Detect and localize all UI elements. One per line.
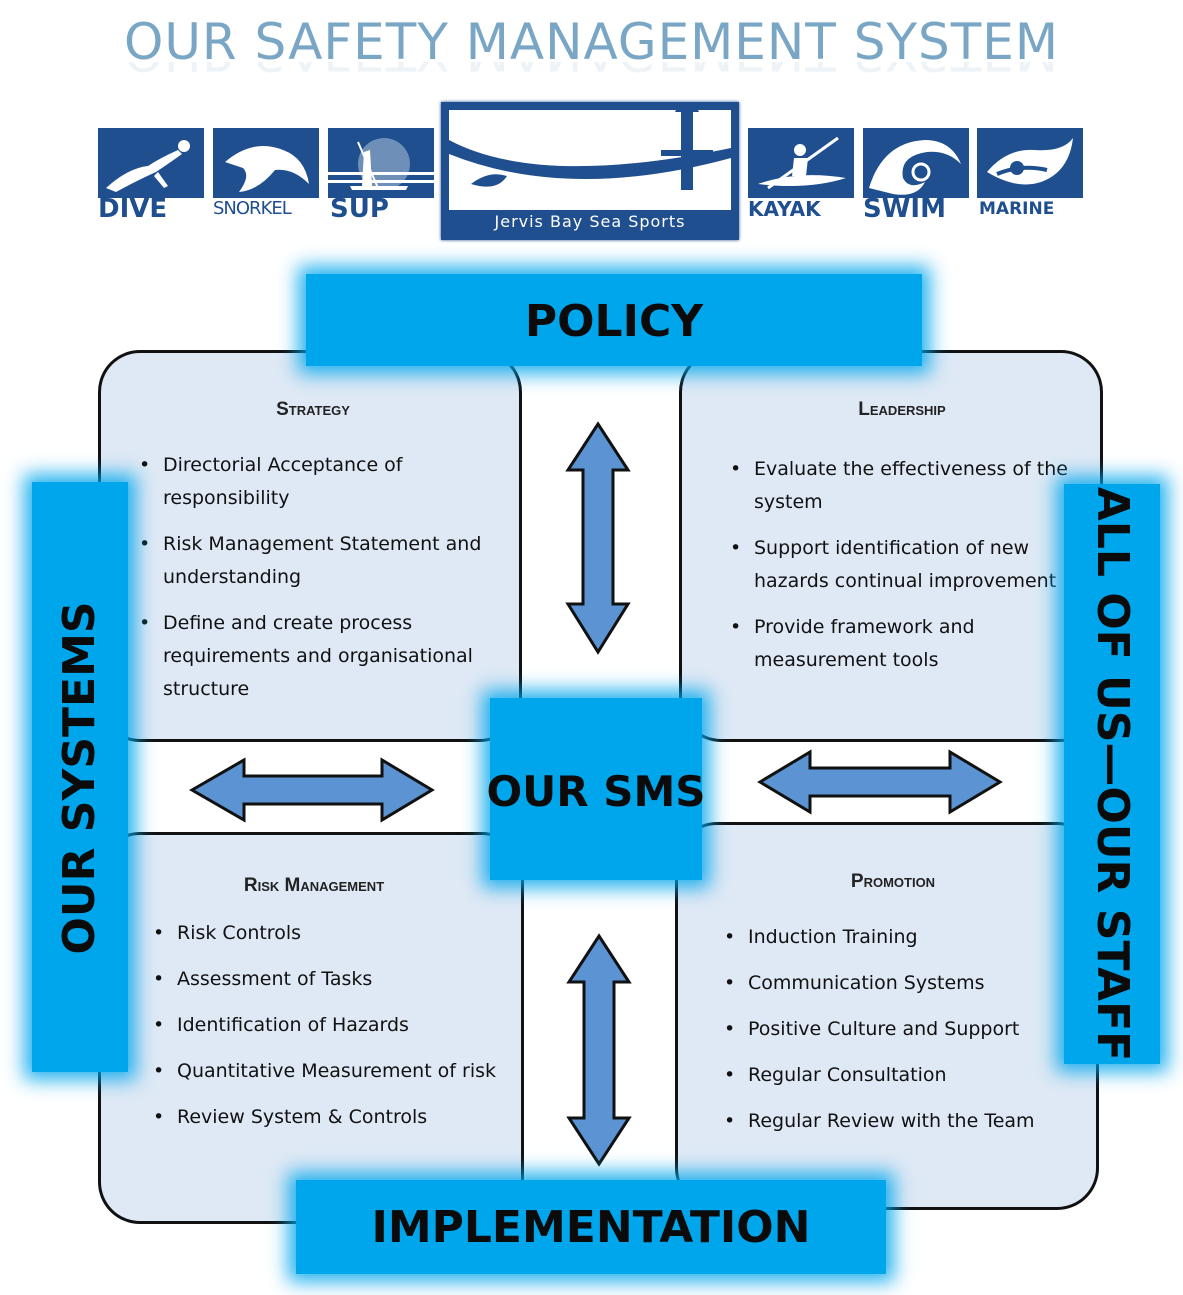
swim-label: SWIM <box>863 194 946 224</box>
list-item: Assessment of Tasks <box>151 963 521 996</box>
kayak-label: KAYAK <box>748 197 821 221</box>
sup-label: SUP <box>330 194 389 224</box>
list-item: Regular Consultation <box>722 1059 1092 1092</box>
page-title: OUR SAFETY MANAGEMENT SYSTEM <box>123 13 1060 71</box>
list-item: Risk Management Statement and understand… <box>137 528 497 594</box>
risk-management-heading: Risk Management <box>243 875 385 896</box>
vertical-arrow-bottom <box>566 933 632 1167</box>
list-item: Define and create process requirements a… <box>137 607 497 706</box>
list-item: Identification of Hazards <box>151 1009 521 1042</box>
implementation-banner <box>296 1180 886 1274</box>
policy-banner <box>306 274 922 366</box>
list-item: Regular Review with the Team <box>722 1105 1092 1138</box>
policy-label: POLICY <box>524 296 704 347</box>
risk-management-list: Risk Controls Assessment of Tasks Identi… <box>151 917 521 1134</box>
dive-logo-icon <box>98 128 204 198</box>
sup-logo-icon <box>328 128 434 198</box>
our-sms-banner <box>490 698 702 880</box>
list-item: Communication Systems <box>722 967 1092 1000</box>
list-item: Directorial Acceptance of responsibility <box>137 449 497 515</box>
strategy-box: Strategy Directorial Acceptance of respo… <box>98 350 522 742</box>
leadership-heading: Leadership <box>858 399 946 420</box>
implementation-label: IMPLEMENTATION <box>371 1202 811 1253</box>
swim-logo-icon <box>863 128 969 198</box>
list-item: Provide framework and measurement tools <box>728 611 1088 677</box>
list-item: Risk Controls <box>151 917 521 950</box>
our-staff-banner <box>1064 484 1160 1064</box>
strategy-heading: Strategy <box>276 399 350 420</box>
dive-label: DIVE <box>98 194 168 224</box>
snorkel-label: SNORKEL <box>213 198 292 219</box>
list-item: Review System & Controls <box>151 1101 521 1134</box>
vertical-arrow-top <box>565 421 631 655</box>
promotion-box: Promotion Induction Training Communicati… <box>675 822 1099 1210</box>
list-item: Positive Culture and Support <box>722 1013 1092 1046</box>
jervis-bay-logo: Jervis Bay Sea Sports <box>441 102 739 240</box>
leadership-list: Evaluate the effectiveness of the system… <box>728 453 1088 677</box>
our-staff-label: ALL OF US—OUR STAFF <box>1087 486 1138 1062</box>
promotion-list: Induction Training Communication Systems… <box>722 921 1092 1138</box>
strategy-list: Directorial Acceptance of responsibility… <box>137 449 497 706</box>
marine-label: MARINE <box>979 199 1055 219</box>
marine-logo-icon <box>977 128 1083 198</box>
risk-management-box: Risk Management Risk Controls Assessment… <box>98 832 524 1224</box>
our-systems-banner <box>32 482 128 1072</box>
list-item: Evaluate the effectiveness of the system <box>728 453 1088 519</box>
snorkel-logo-icon <box>213 128 319 198</box>
list-item: Support identification of new hazards co… <box>728 532 1088 598</box>
promotion-heading: Promotion <box>850 871 936 892</box>
list-item: Induction Training <box>722 921 1092 954</box>
our-sms-label: OUR SMS <box>486 767 706 816</box>
leadership-box: Leadership Evaluate the effectiveness of… <box>679 350 1103 742</box>
our-systems-label: OUR SYSTEMS <box>54 601 105 955</box>
jervis-bay-brand: Jervis Bay Sea Sports <box>494 212 686 231</box>
horizontal-arrow-left <box>188 757 435 823</box>
kayak-logo-icon <box>748 128 854 198</box>
list-item: Quantitative Measurement of risk <box>151 1055 521 1088</box>
horizontal-arrow-right <box>757 749 1003 815</box>
